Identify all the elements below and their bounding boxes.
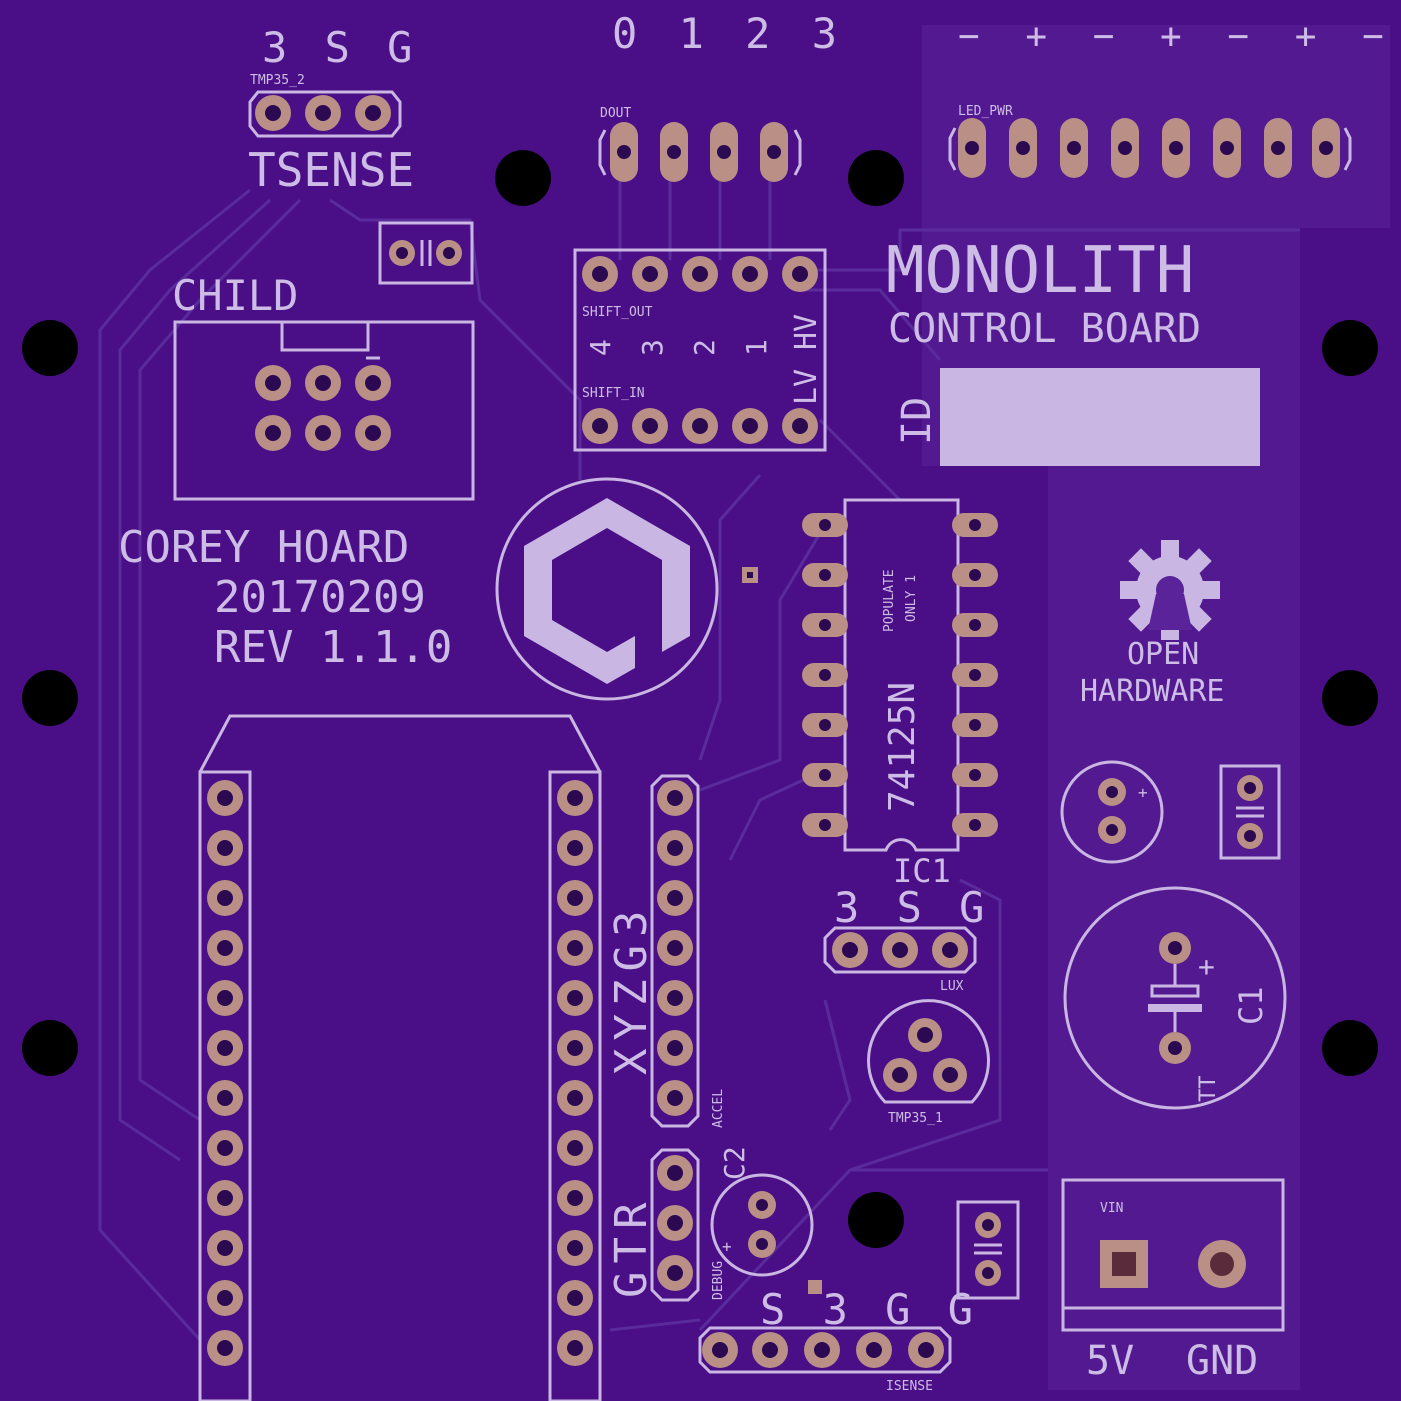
tsense-pin-labels: 3 S G — [262, 23, 418, 72]
open-label: OPEN — [1127, 637, 1199, 672]
accel-label: ACCEL — [711, 1089, 726, 1128]
lux-header: 3 S G LUX — [823, 883, 990, 994]
power-terminal: VIN 5V GND — [1061, 1178, 1285, 1384]
populate-label: POPULATE — [882, 569, 897, 632]
small-capacitor-top — [378, 221, 474, 285]
dout-numbers: 0 1 2 3 — [612, 9, 845, 58]
ic1-label: IC1 — [893, 852, 951, 890]
level-shifter: SHIFT_OUT SHIFT_IN 4 3 2 1 LV HV — [573, 248, 827, 452]
capacitor-c2: C2 + — [710, 1146, 814, 1277]
shift-in-label: SHIFT_IN — [582, 386, 645, 401]
author-name: COREY HOARD — [118, 522, 409, 573]
dout-label: DOUT — [600, 106, 631, 121]
led-polarity-labels: − + − + − + − + — [958, 16, 1401, 57]
debug-label: DEBUG — [711, 1261, 726, 1300]
led-pwr-header: − + − + − + − + LED_PWR — [948, 16, 1401, 178]
led-pwr-label: LED_PWR — [958, 104, 1013, 119]
mounting-hole — [848, 1192, 904, 1248]
tmp35-1-sensor: TMP35_1 — [867, 999, 990, 1126]
id-label: ID — [894, 397, 940, 445]
mcu-module — [198, 714, 602, 1401]
dout-header: 0 1 2 3 DOUT — [598, 9, 845, 182]
5v-label: 5V — [1086, 1338, 1134, 1384]
tsense-header: 3 S G TMP35_2 TSENSE — [248, 23, 418, 197]
isense-header: S 3 G G ISENSE — [698, 1280, 979, 1394]
capacitor-c1: + C1 TT — [1063, 886, 1287, 1110]
lux-label: LUX — [940, 979, 964, 994]
child-label: CHILD — [172, 271, 298, 320]
child-connector: CHILD — [172, 271, 475, 501]
lux-pin-labels: 3 S G — [834, 883, 990, 932]
mounting-hole — [22, 1020, 78, 1076]
small-capacitor-bottom — [956, 1200, 1020, 1300]
svg-text:+: + — [1138, 783, 1148, 802]
open-hardware-logo: OPEN HARDWARE — [1080, 540, 1225, 709]
hv-label: HV — [789, 314, 824, 350]
ic-right-pads — [952, 513, 998, 837]
accel-header: XYZG3 ACCEL — [606, 774, 726, 1128]
author-block: COREY HOARD 20170209 REV 1.1.0 — [118, 522, 452, 673]
mounting-holes — [22, 150, 1378, 1248]
accel-pin-labels: XYZG3 — [606, 903, 657, 1075]
hardware-label: HARDWARE — [1080, 674, 1225, 709]
c1-tt-label: TT — [1196, 1076, 1221, 1103]
only-1-label: ONLY 1 — [904, 575, 919, 622]
debug-pin-labels: GTR — [606, 1195, 657, 1298]
lv-label: LV — [789, 369, 824, 405]
mounting-hole — [1322, 320, 1378, 376]
tsense-label: TSENSE — [248, 143, 414, 197]
c1-plus: + — [1198, 950, 1215, 983]
mounting-hole — [1322, 670, 1378, 726]
shift-out-label: SHIFT_OUT — [582, 305, 653, 320]
isense-label: ISENSE — [886, 1379, 933, 1394]
mounting-hole — [848, 150, 904, 206]
logo-mark — [524, 498, 690, 684]
small-capacitor-right — [1219, 764, 1281, 860]
board-title-text: MONOLITH — [886, 234, 1194, 308]
shift-num-4: 4 — [584, 339, 617, 356]
isense-pin-labels: S 3 G G — [760, 1285, 979, 1334]
shift-num-1: 1 — [740, 339, 773, 356]
c2-label: C2 — [718, 1146, 751, 1180]
c1-label: C1 — [1232, 986, 1270, 1025]
ic1-74125n: POPULATE ONLY 1 74125N IC1 — [742, 498, 998, 890]
id-field — [940, 368, 1260, 466]
gnd-label: GND — [1186, 1338, 1258, 1384]
mounting-hole — [495, 150, 551, 206]
shift-num-2: 2 — [688, 339, 721, 356]
led-pwr-pads — [958, 118, 1340, 178]
brand-logo — [495, 477, 719, 701]
mounting-hole — [1322, 1020, 1378, 1076]
revision: REV 1.1.0 — [214, 622, 452, 673]
tmp35-1-label: TMP35_1 — [888, 1111, 943, 1126]
mounting-hole — [22, 670, 78, 726]
debug-header: GTR DEBUG — [606, 1148, 726, 1302]
design-date: 20170209 — [214, 572, 426, 623]
board-title: MONOLITH CONTROL BOARD ID — [886, 234, 1260, 466]
ic-left-pads — [802, 513, 848, 837]
mcu-right-pins — [557, 780, 593, 1366]
small-electrolytic-right: + — [1060, 760, 1164, 864]
shift-num-3: 3 — [636, 339, 669, 356]
mounting-hole — [22, 320, 78, 376]
tmp35-2-label: TMP35_2 — [250, 73, 305, 88]
chip-part-number: 74125N — [882, 682, 923, 812]
c2-plus: + — [722, 1237, 732, 1256]
vin-label: VIN — [1100, 1201, 1123, 1216]
board-subtitle: CONTROL BOARD — [888, 306, 1201, 352]
mcu-left-pins — [207, 780, 243, 1366]
